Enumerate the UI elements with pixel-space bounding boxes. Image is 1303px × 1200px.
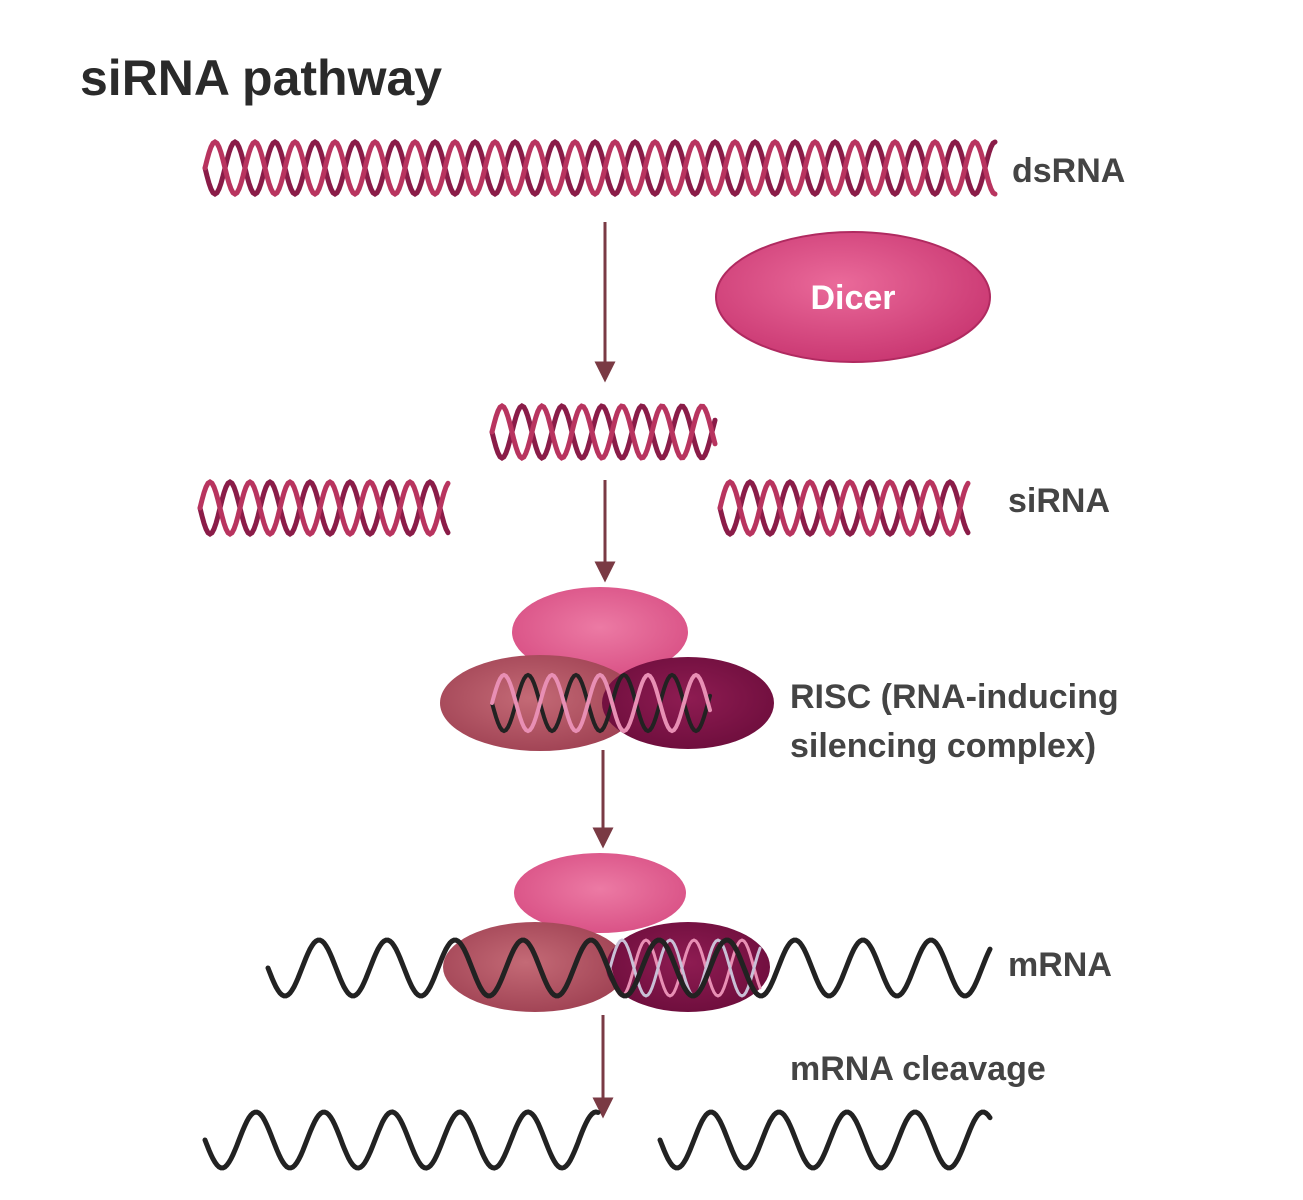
- cleaved-mrna-left: [202, 1109, 601, 1171]
- cleaved-mrna-right: [657, 1109, 993, 1171]
- rna-strand-a: [717, 479, 971, 537]
- mrna-cleavage-label: mRNA cleavage: [790, 1050, 1046, 1088]
- dicer-label: Dicer: [810, 279, 895, 317]
- rna-strand-b: [717, 479, 971, 537]
- risc-mrna-complex: [443, 853, 770, 1012]
- mrna-wave: [202, 1109, 601, 1171]
- rna-strand-a: [489, 403, 718, 461]
- dicer-enzyme: Dicer: [715, 231, 991, 363]
- rna-strand-a: [490, 672, 712, 734]
- mrna-strand: [265, 937, 993, 999]
- rna-strand-b: [490, 672, 712, 734]
- dsrna-helix: [202, 139, 998, 197]
- rna-strand-b: [202, 139, 998, 197]
- risc-bound-sirna: [490, 672, 712, 734]
- risc-complex: [440, 587, 774, 751]
- risc-label-line1: RISC (RNA-inducing: [790, 678, 1119, 716]
- rna-strand-b: [489, 403, 718, 461]
- mrna-wave: [657, 1109, 993, 1171]
- rna-strand-b: [608, 938, 762, 998]
- dsrna-label: dsRNA: [1012, 152, 1125, 190]
- sirna-label: siRNA: [1008, 482, 1110, 520]
- sirna-fragment-right: [717, 479, 971, 537]
- risc-label-line2: silencing complex): [790, 727, 1096, 765]
- mrna-wave: [265, 937, 993, 999]
- rna-strand-a: [202, 139, 998, 197]
- rna-strand-a: [197, 479, 451, 537]
- rna-strand-b: [197, 479, 451, 537]
- mrna-label: mRNA: [1008, 946, 1112, 984]
- sirna-fragment-left: [197, 479, 451, 537]
- diagram-title: siRNA pathway: [80, 50, 442, 106]
- sirna-fragment-middle: [489, 403, 718, 461]
